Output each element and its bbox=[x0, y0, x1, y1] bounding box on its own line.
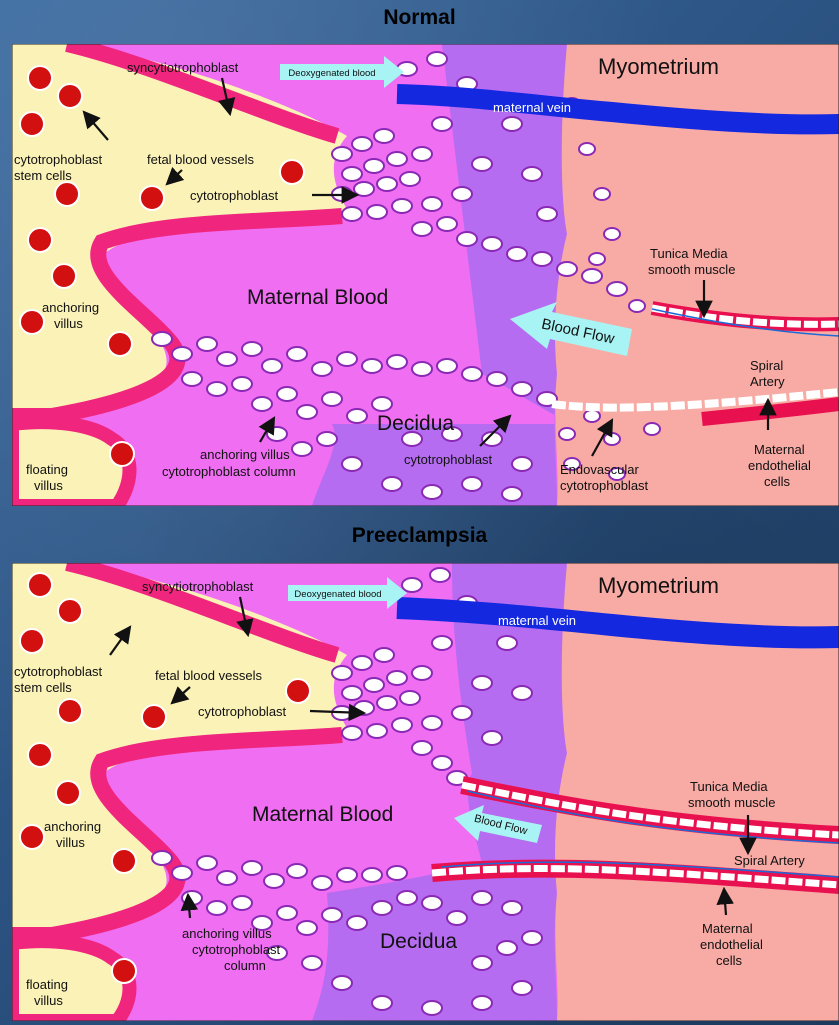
cytotrophoblast-stem-label-1: cytotrophoblast bbox=[14, 152, 103, 167]
endothelial-label-2: endothelial bbox=[700, 937, 763, 952]
tunica-media-label-1: Tunica Media bbox=[690, 779, 768, 794]
spiral-artery-label-1: Spiral bbox=[750, 358, 783, 373]
fetal-blood-vessels-label: fetal blood vessels bbox=[155, 668, 262, 683]
cytotrophoblast-stem-label-2: stem cells bbox=[14, 680, 72, 695]
maternal-vein-label: maternal vein bbox=[498, 613, 576, 628]
spiral-artery-label-2: Artery bbox=[750, 374, 785, 389]
maternal-blood-label: Maternal Blood bbox=[252, 803, 393, 826]
floating-villus-label-2: villus bbox=[34, 478, 63, 493]
column-label-1: anchoring villus bbox=[182, 926, 272, 941]
column-label-3: column bbox=[224, 958, 266, 973]
tunica-media-label-1: Tunica Media bbox=[650, 246, 728, 261]
normal-diagram: Deoxygenated blood Blood Flow syncytiotr… bbox=[12, 44, 839, 506]
column-label-2: cytotrophoblast bbox=[192, 942, 281, 957]
deoxygenated-blood-label: Deoxygenated blood bbox=[288, 68, 375, 79]
cytotrophoblast-stem-label-2: stem cells bbox=[14, 168, 72, 183]
endothelial-label-1: Maternal bbox=[754, 442, 805, 457]
myometrium-label: Myometrium bbox=[598, 573, 719, 598]
floating-villus-label-1: floating bbox=[26, 462, 68, 477]
cytotrophoblast-stem-label-1: cytotrophoblast bbox=[14, 664, 103, 679]
syncytiotrophoblast-label: syncytiotrophoblast bbox=[142, 579, 254, 594]
preeclampsia-panel-title: Preeclampsia bbox=[0, 524, 839, 548]
anchoring-villus-label-1: anchoring bbox=[42, 300, 99, 315]
deoxygenated-blood-label: Deoxygenated blood bbox=[294, 589, 381, 600]
cytotrophoblast-label: cytotrophoblast bbox=[198, 704, 287, 719]
endothelial-label-3: cells bbox=[764, 474, 791, 489]
tunica-media-label-2: smooth muscle bbox=[688, 795, 775, 810]
tunica-media-label-2: smooth muscle bbox=[648, 262, 735, 277]
floating-villus-label-1: floating bbox=[26, 977, 68, 992]
floating-villus-label-2: villus bbox=[34, 993, 63, 1008]
decidua-label: Decidua bbox=[377, 412, 454, 435]
endovascular-label-1: Endovascular bbox=[560, 462, 639, 477]
syncytiotrophoblast-label: syncytiotrophoblast bbox=[127, 60, 239, 75]
cytotrophoblast-decidua-label: cytotrophoblast bbox=[404, 452, 493, 467]
anchoring-villus-label-2: villus bbox=[54, 316, 83, 331]
fetal-blood-vessels-label: fetal blood vessels bbox=[147, 152, 254, 167]
preeclampsia-diagram: Deoxygenated blood Blood Flow syncytiotr… bbox=[12, 563, 839, 1021]
anchoring-villus-label-2: villus bbox=[56, 835, 85, 850]
endovascular-label-2: cytotrophoblast bbox=[560, 478, 649, 493]
maternal-blood-label: Maternal Blood bbox=[247, 286, 388, 309]
column-label-2: cytotrophoblast column bbox=[162, 464, 296, 479]
decidua-label: Decidua bbox=[380, 930, 457, 953]
endothelial-label-2: endothelial bbox=[748, 458, 811, 473]
anchoring-villus-label-1: anchoring bbox=[44, 819, 101, 834]
maternal-vein-label: maternal vein bbox=[493, 100, 571, 115]
endothelial-label-3: cells bbox=[716, 953, 743, 968]
column-label-1: anchoring villus bbox=[200, 447, 290, 462]
normal-panel-title: Normal bbox=[0, 6, 839, 30]
spiral-artery-label: Spiral Artery bbox=[734, 853, 805, 868]
myometrium-label: Myometrium bbox=[598, 54, 719, 79]
endothelial-label-1: Maternal bbox=[702, 921, 753, 936]
cytotrophoblast-label: cytotrophoblast bbox=[190, 188, 279, 203]
